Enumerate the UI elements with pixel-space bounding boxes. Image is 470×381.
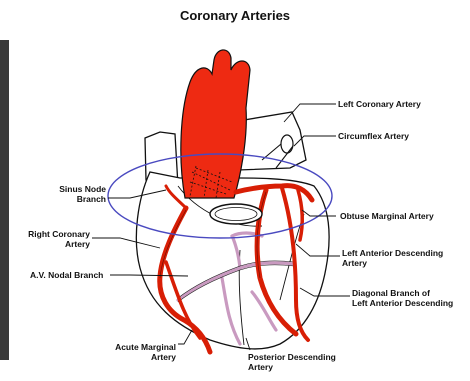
label-circumflex-artery: Circumflex Artery — [338, 131, 409, 141]
label-left-coronary-artery: Left Coronary Artery — [338, 99, 421, 109]
label-rca-line2: Artery — [14, 239, 90, 249]
label-lad-line1: Left Anterior Descending — [342, 248, 443, 258]
label-sinus-line1: Sinus Node — [44, 184, 106, 194]
label-acute-marginal-artery: Acute Marginal Artery — [98, 342, 176, 362]
valve-ring — [210, 204, 262, 224]
leader-acute-marginal — [178, 330, 192, 344]
label-acute-line2: Artery — [98, 352, 176, 362]
label-pda-line2: Artery — [248, 362, 336, 372]
label-rca-line1: Right Coronary — [14, 229, 90, 239]
label-obtuse-marginal-artery: Obtuse Marginal Artery — [340, 211, 434, 221]
label-av-nodal-branch: A.V. Nodal Branch — [30, 270, 103, 280]
label-sinus-line2: Branch — [44, 194, 106, 204]
label-lad-line2: Artery — [342, 258, 443, 268]
label-acute-line1: Acute Marginal — [98, 342, 176, 352]
left-photo-edge — [0, 40, 9, 360]
label-right-coronary-artery: Right Coronary Artery — [14, 229, 90, 249]
label-pda-line1: Posterior Descending — [248, 352, 336, 362]
label-lad: Left Anterior Descending Artery — [342, 248, 443, 268]
label-posterior-descending-artery: Posterior Descending Artery — [248, 352, 336, 372]
label-diagonal-line2: Left Anterior Descending — [352, 298, 453, 308]
label-sinus-node-branch: Sinus Node Branch — [44, 184, 106, 204]
label-diagonal-branch: Diagonal Branch of Left Anterior Descend… — [352, 288, 453, 308]
label-diagonal-line1: Diagonal Branch of — [352, 288, 453, 298]
